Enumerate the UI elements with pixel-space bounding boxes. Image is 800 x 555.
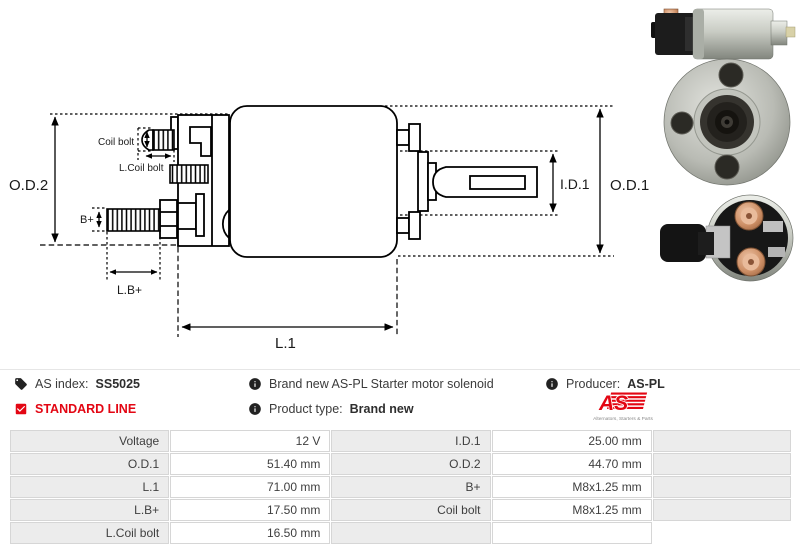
dim-label-id1: I.D.1 xyxy=(560,176,590,192)
dimension-arrows xyxy=(51,108,604,331)
dim-label-od2: O.D.2 xyxy=(9,177,48,194)
spec-label-cell: B+ xyxy=(331,476,491,498)
table-row: O.D.1 51.40 mm O.D.2 44.70 mm xyxy=(10,453,791,475)
table-row: L.Coil bolt 16.50 mm xyxy=(10,522,791,544)
dim-label-od1: O.D.1 xyxy=(610,177,649,194)
spec-value-cell xyxy=(491,522,652,544)
as-index-label: AS index: xyxy=(35,377,89,391)
standard-line-item: STANDARD LINE xyxy=(14,402,136,416)
info-icon xyxy=(249,378,261,390)
spec-value-cell: 51.40 mm xyxy=(170,453,331,475)
product-photos xyxy=(651,8,796,282)
as-index-value: SS5025 xyxy=(95,377,140,391)
info-icon xyxy=(546,378,558,390)
product-type-item: Product type: Brand new xyxy=(248,402,414,416)
info-icon xyxy=(249,403,261,415)
dim-label-lb: L.B+ xyxy=(117,283,142,297)
product-photo-side[interactable] xyxy=(651,8,796,60)
product-type-value: Brand new xyxy=(349,402,414,416)
dim-label-l1: L.1 xyxy=(275,335,296,352)
spec-value-cell: M8x1.25 mm xyxy=(491,476,652,498)
technical-drawing: O.D.2 O.D.1 I.D.1 L.1 L.B+ B+ Coil bolt … xyxy=(9,105,649,352)
spec-filler-cell xyxy=(652,499,791,521)
description-item: Brand new AS-PL Starter motor solenoid xyxy=(248,377,494,391)
product-info-bar: AS index: SS5025 STANDARD LINE Brand new… xyxy=(0,369,800,429)
logo-text: AS xyxy=(598,392,628,415)
description-text: Brand new AS-PL Starter motor solenoid xyxy=(269,377,494,391)
spec-value-cell: 44.70 mm xyxy=(491,453,652,475)
producer-label: Producer: xyxy=(566,377,621,391)
dim-label-b: B+ xyxy=(80,214,94,226)
spec-label-cell xyxy=(331,522,491,544)
as-index-item: AS index: SS5025 xyxy=(14,377,140,391)
tag-icon xyxy=(15,378,27,390)
producer-value: AS-PL xyxy=(627,377,665,391)
spec-label-cell: I.D.1 xyxy=(331,430,491,452)
spec-filler-cell xyxy=(652,476,791,498)
spec-label-cell: Coil bolt xyxy=(331,499,491,521)
dim-label-l-coil-bolt: L.Coil bolt xyxy=(119,163,164,174)
table-row: Voltage 12 V I.D.1 25.00 mm xyxy=(10,430,791,452)
spec-value-cell: 12 V xyxy=(170,430,331,452)
spec-label-cell: O.D.1 xyxy=(10,453,170,475)
logo-tagline: Alternators, Starters & Parts xyxy=(593,416,653,422)
producer-item: Producer: AS-PL xyxy=(545,377,665,391)
spec-value-cell: 17.50 mm xyxy=(170,499,331,521)
as-pl-logo: AS Alternators, Starters & Parts xyxy=(593,391,653,422)
product-photo-rear[interactable] xyxy=(660,194,794,282)
spec-table: Voltage 12 V I.D.1 25.00 mm O.D.1 51.40 … xyxy=(10,430,791,545)
spec-label-cell: L.Coil bolt xyxy=(10,522,170,544)
spec-value-cell: 25.00 mm xyxy=(491,430,652,452)
spec-value-cell: 16.50 mm xyxy=(170,522,331,544)
spec-label-cell: O.D.2 xyxy=(331,453,491,475)
solenoid-outline xyxy=(159,105,538,258)
checkbox-icon xyxy=(15,403,27,415)
table-row: L.1 71.00 mm B+ M8x1.25 mm xyxy=(10,476,791,498)
spec-value-cell: 71.00 mm xyxy=(170,476,331,498)
spec-label-cell: Voltage xyxy=(10,430,170,452)
standard-line-label: STANDARD LINE xyxy=(35,402,137,416)
spec-filler-cell xyxy=(652,430,791,452)
table-row: L.B+ 17.50 mm Coil bolt M8x1.25 mm xyxy=(10,499,791,521)
spec-label-cell: L.1 xyxy=(10,476,170,498)
dim-label-coil-bolt: Coil bolt xyxy=(98,137,134,148)
spec-value-cell: M8x1.25 mm xyxy=(491,499,652,521)
product-photo-front[interactable] xyxy=(663,58,791,186)
product-type-label: Product type: xyxy=(269,402,343,416)
spec-label-cell: L.B+ xyxy=(10,499,170,521)
dimension-labels: O.D.2 O.D.1 I.D.1 L.1 L.B+ B+ Coil bolt … xyxy=(9,137,649,352)
spec-filler-cell xyxy=(652,453,791,475)
